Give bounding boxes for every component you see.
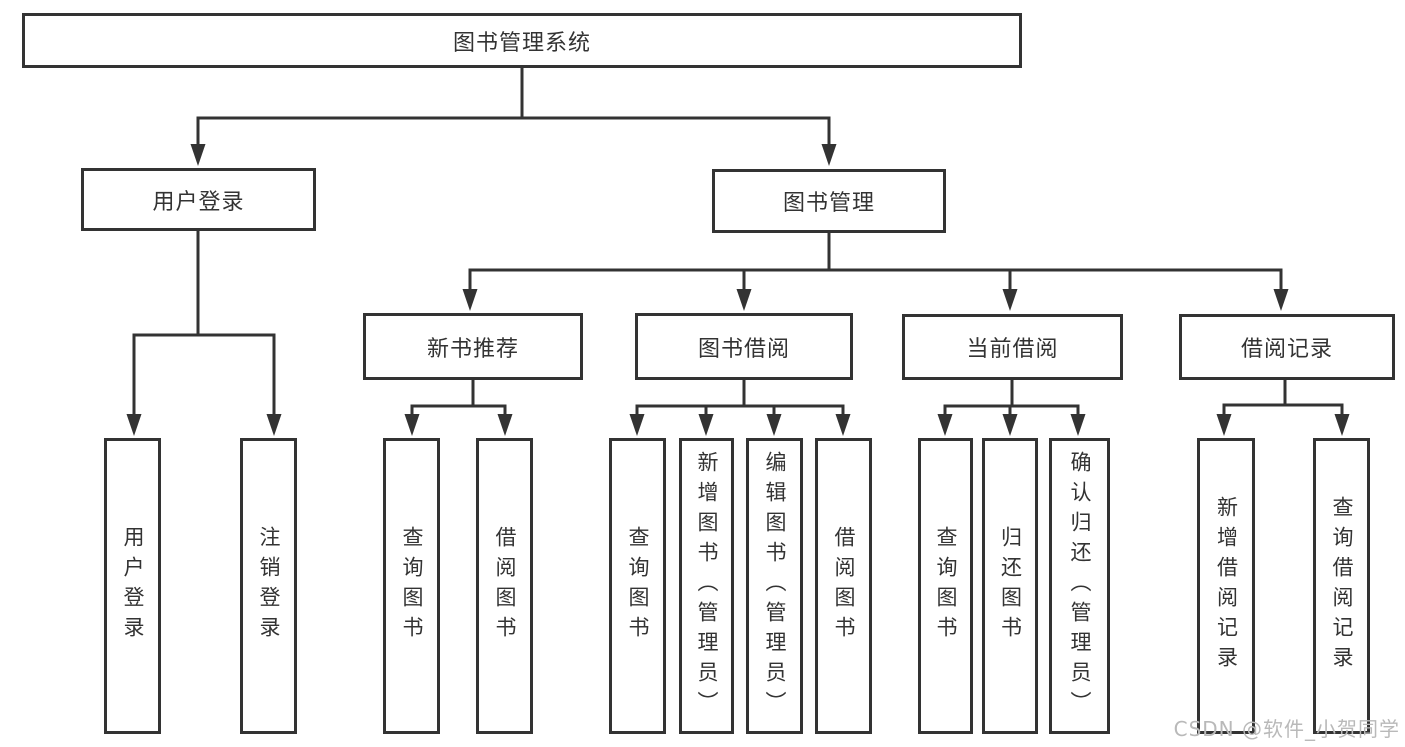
node-book-management: 图书管理 bbox=[712, 169, 946, 233]
leaf-add-borrow-record: 新增借阅记录 bbox=[1197, 438, 1255, 734]
leaf-confirm-return-admin: 确认归还（管理员） bbox=[1049, 438, 1110, 734]
node-user-login: 用户登录 bbox=[81, 168, 316, 231]
leaf-user-login: 用户登录 bbox=[104, 438, 161, 734]
csdn-watermark: CSDN @软件_小贺同学 bbox=[1173, 717, 1400, 741]
leaf-logout: 注销登录 bbox=[240, 438, 297, 734]
leaf-add-books-admin: 新增图书（管理员） bbox=[679, 438, 734, 734]
leaf-borrow-books-1: 借阅图书 bbox=[476, 438, 533, 734]
node-new-book-recommend: 新书推荐 bbox=[363, 313, 583, 380]
leaf-query-borrow-record: 查询借阅记录 bbox=[1313, 438, 1370, 734]
leaf-query-books-3: 查询图书 bbox=[918, 438, 973, 734]
leaf-return-books: 归还图书 bbox=[982, 438, 1038, 734]
leaf-query-books-1: 查询图书 bbox=[383, 438, 440, 734]
node-book-borrow: 图书借阅 bbox=[635, 313, 853, 380]
leaf-borrow-books-2: 借阅图书 bbox=[815, 438, 872, 734]
node-borrow-records: 借阅记录 bbox=[1179, 314, 1395, 380]
leaf-edit-books-admin: 编辑图书（管理员） bbox=[746, 438, 803, 734]
node-current-borrow: 当前借阅 bbox=[902, 314, 1123, 380]
arrowheads bbox=[126, 144, 1350, 436]
leaf-query-books-2: 查询图书 bbox=[609, 438, 666, 734]
node-root: 图书管理系统 bbox=[22, 13, 1022, 68]
